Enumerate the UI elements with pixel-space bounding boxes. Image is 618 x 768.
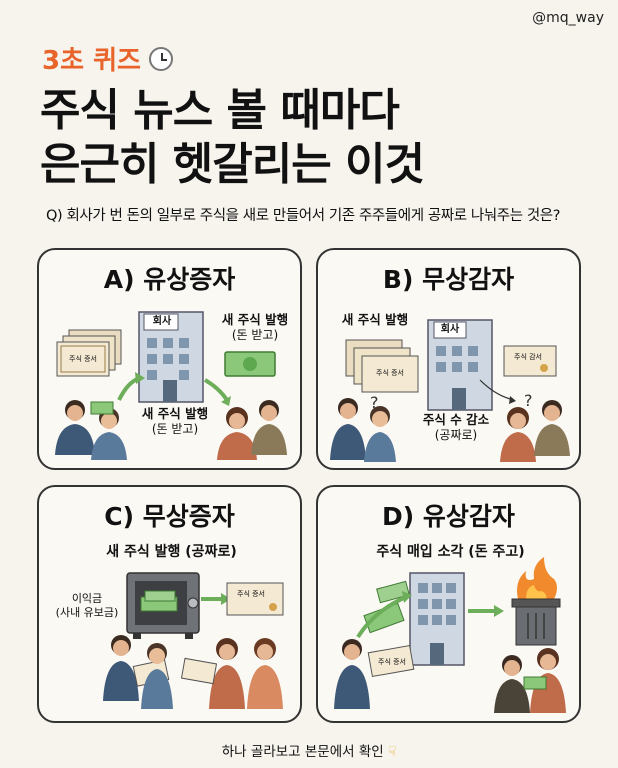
option-a-title: A) 유상증자: [103, 265, 236, 294]
certificate-stack-icon: [345, 339, 419, 393]
option-b-card[interactable]: B) 무상감자 ?: [316, 248, 581, 470]
option-d-illustration: [334, 557, 566, 713]
shareholder-people-icon: [217, 400, 287, 460]
pointing-down-icon: ☟: [387, 744, 397, 760]
option-b-title: B) 무상감자: [382, 265, 515, 294]
option-c-retained-label: 이익금: [71, 592, 103, 605]
option-b-illustration: ? ?: [330, 319, 570, 462]
option-c-title: C) 무상증자: [104, 502, 235, 531]
question-text: Q) 회사가 번 돈의 일부로 주식을 새로 만들어서 기존 주주들에게 공짜로…: [46, 208, 561, 224]
option-d-card[interactable]: D) 유상감자 주식 매입 소각 (돈 주고): [316, 485, 581, 723]
building-icon: [409, 572, 465, 666]
option-a-illustration: [55, 311, 287, 460]
option-b-cert-label: 주식 증서: [376, 369, 404, 377]
option-c-subtitle: 새 주식 발행 (공짜로): [106, 544, 237, 560]
receiving-people-icon: [103, 635, 283, 709]
account-handle[interactable]: @mq_way: [532, 10, 604, 26]
headline-line-1: 주식 뉴스 볼 때마다: [40, 85, 400, 136]
money-icon: [224, 351, 276, 377]
option-c-cert-label: 주식 증서: [237, 590, 265, 598]
quiz-tag-label: 3초 퀴즈: [42, 46, 141, 76]
svg-text:?: ?: [370, 393, 379, 412]
certificate-icon: [226, 582, 284, 616]
option-d-title: D) 유상감자: [382, 502, 515, 531]
option-b-cert-small-label: 주식 감서: [514, 353, 542, 361]
headline-line-2: 은근히 헷갈리는 이것: [40, 139, 425, 190]
fire-bin-icon: [511, 557, 561, 646]
option-c-retained-sub: (사내 유보금): [55, 606, 119, 619]
safe-icon: [126, 572, 200, 639]
svg-text:?: ?: [524, 391, 533, 410]
footer-cta: 하나 골라보고 본문에서 확인 ☟: [0, 740, 618, 760]
clock-icon: [148, 46, 173, 71]
trading-people-icon: [334, 639, 566, 713]
headline: 주식 뉴스 볼 때마다 은근히 헷갈리는 이것: [40, 84, 425, 192]
option-c-card[interactable]: C) 무상증자 새 주식 발행 (공짜로): [37, 485, 302, 723]
option-a-issue-top-sub: (돈 받고): [231, 328, 279, 342]
option-b-company-label: 회사: [440, 324, 460, 335]
option-a-company-label: 회사: [152, 316, 172, 327]
confused-people-icon: ? ?: [330, 391, 570, 462]
investor-people-icon: [55, 400, 127, 460]
option-b-issue-label: 새 주식 발행: [341, 312, 409, 327]
option-a-issue-mid-sub: (돈 받고): [151, 422, 199, 436]
building-icon: [138, 311, 204, 403]
footer-text: 하나 골라보고 본문에서 확인: [221, 744, 384, 760]
option-d-subtitle: 주식 매입 소각 (돈 주고): [376, 544, 525, 560]
option-a-issue-top: 새 주식 발행: [221, 312, 289, 327]
small-certificate-icon: [503, 345, 557, 377]
certificate-stack-icon: [56, 329, 122, 377]
option-b-reduce-label: 주식 수 감소: [422, 412, 490, 427]
option-a-issue-mid: 새 주식 발행: [141, 406, 209, 421]
option-d-cert-label: 주식 증서: [378, 658, 406, 666]
option-c-illustration: [103, 572, 284, 709]
building-icon: [427, 319, 493, 411]
option-a-card[interactable]: A) 유상증자: [37, 248, 302, 470]
quiz-tag: 3초 퀴즈: [42, 40, 173, 77]
option-b-reduce-sub: (공짜로): [434, 428, 478, 442]
option-a-cert-label: 주식 증서: [69, 355, 97, 363]
